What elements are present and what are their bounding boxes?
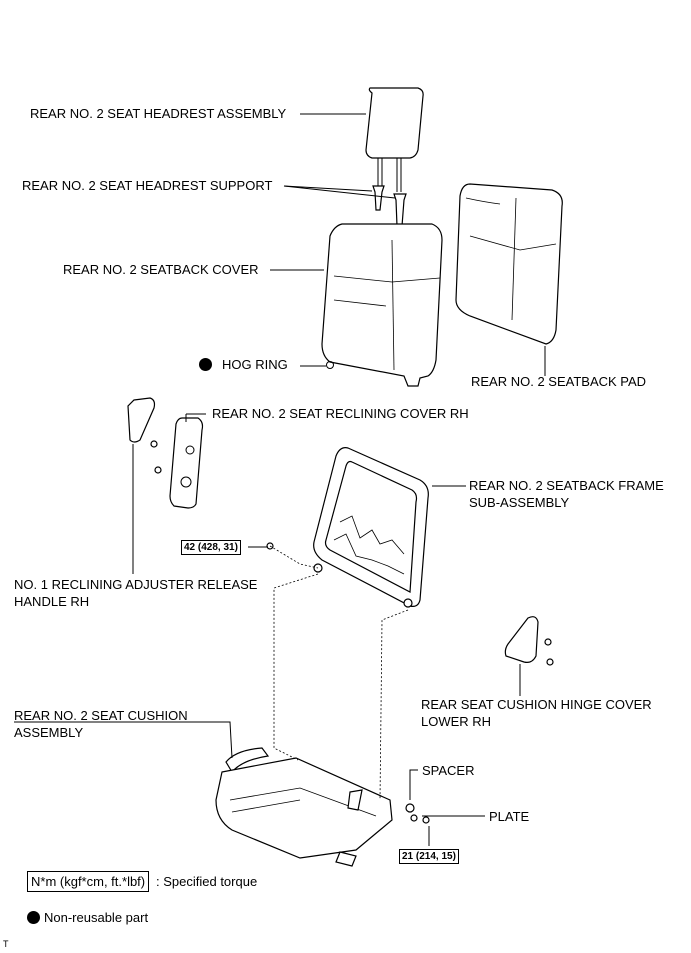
headrest bbox=[365, 87, 424, 192]
reclining-cover bbox=[169, 417, 204, 509]
torque-frame-bolt: 42 (428, 31) bbox=[181, 540, 241, 555]
assembly-dashes bbox=[269, 545, 409, 801]
seatback-frame bbox=[313, 447, 429, 608]
headrest-assembly-label: REAR NO. 2 SEAT HEADREST ASSEMBLY bbox=[30, 106, 287, 121]
spacer-label: SPACER bbox=[422, 763, 475, 778]
plate-label: PLATE bbox=[489, 809, 530, 824]
non-reusable-legend-text: Non-reusable part bbox=[44, 910, 149, 925]
hinge-cover-label-1: REAR SEAT CUSHION HINGE COVER bbox=[421, 697, 652, 712]
reclining-handle bbox=[127, 397, 156, 443]
seatback-cover bbox=[321, 223, 443, 387]
seat-cushion bbox=[215, 747, 418, 867]
torque-legend-text: : Specified torque bbox=[156, 874, 258, 889]
hinge-cover bbox=[504, 616, 539, 663]
reclining-handle-label-1: NO. 1 RECLINING ADJUSTER RELEASE bbox=[14, 577, 258, 592]
seat-cushion-label-2: ASSEMBLY bbox=[14, 725, 84, 740]
reclining-handle-label-2: HANDLE RH bbox=[14, 594, 90, 609]
hog-ring-label: HOG RING bbox=[222, 357, 288, 372]
leader-lines bbox=[14, 113, 546, 846]
headrest-supports bbox=[372, 185, 407, 227]
hinge-cover-label-2: LOWER RH bbox=[421, 714, 492, 729]
seatback-frame-label-2: SUB-ASSEMBLY bbox=[469, 495, 570, 510]
seatback-frame-label-1: REAR NO. 2 SEATBACK FRAME bbox=[469, 478, 664, 493]
seatback-cover-label: REAR NO. 2 SEATBACK COVER bbox=[63, 262, 259, 277]
torque-cushion-bolt: 21 (214, 15) bbox=[399, 849, 459, 864]
non-reusable-icon bbox=[199, 358, 212, 371]
non-reusable-legend-icon bbox=[27, 911, 40, 924]
hog-ring-icon bbox=[326, 361, 334, 369]
corner-mark: T bbox=[3, 939, 9, 949]
seatback-pad bbox=[455, 183, 563, 345]
reclining-cover-label: REAR NO. 2 SEAT RECLINING COVER RH bbox=[212, 406, 469, 421]
seat-cushion-label-1: REAR NO. 2 SEAT CUSHION bbox=[14, 708, 188, 723]
headrest-support-label: REAR NO. 2 SEAT HEADREST SUPPORT bbox=[22, 178, 273, 193]
torque-legend-box: N*m (kgf*cm, ft.*lbf) bbox=[27, 871, 150, 892]
seatback-pad-label: REAR NO. 2 SEATBACK PAD bbox=[471, 374, 647, 389]
